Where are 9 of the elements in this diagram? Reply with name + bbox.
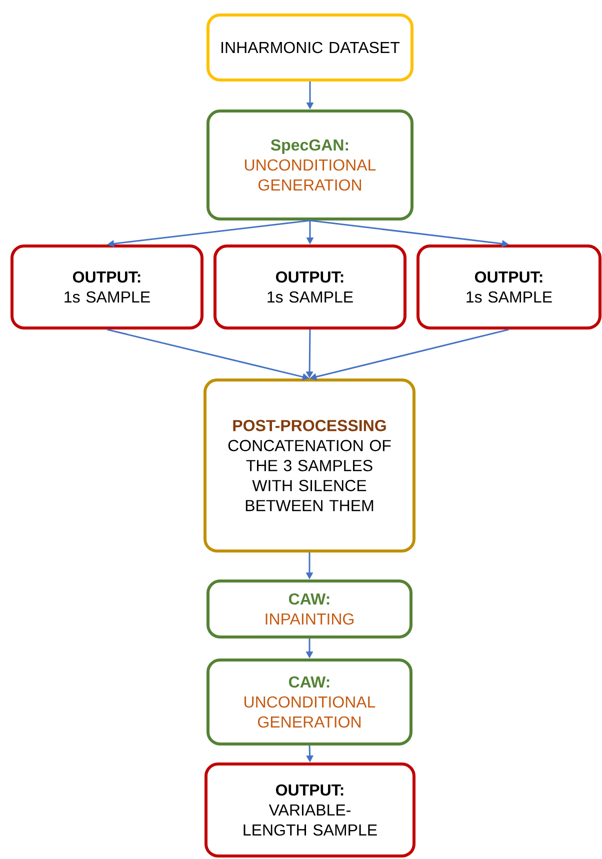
process-box: CAW: UNCONDITIONAL GENERATION [206,658,412,746]
process-box: OUTPUT: VARIABLE-LENGTH SAMPLE [204,762,416,858]
process-box: POST-PROCESSING CONCATENATION OF THE 3 SAMPLES WITH SILENCE BETWEEN THEM [204,378,416,552]
process-box: OUTPUT: 1s SAMPLE [10,244,204,330]
process-box: CAW: INPAINTING [206,580,412,638]
process-box: INHARMONIC DATASET [206,14,414,82]
process-box: OUTPUT: 1s SAMPLE [416,244,602,330]
process-box: OUTPUT: 1s SAMPLE [214,244,406,330]
process-box: SpecGAN: UNCONDITIONAL GENERATION [206,110,414,220]
